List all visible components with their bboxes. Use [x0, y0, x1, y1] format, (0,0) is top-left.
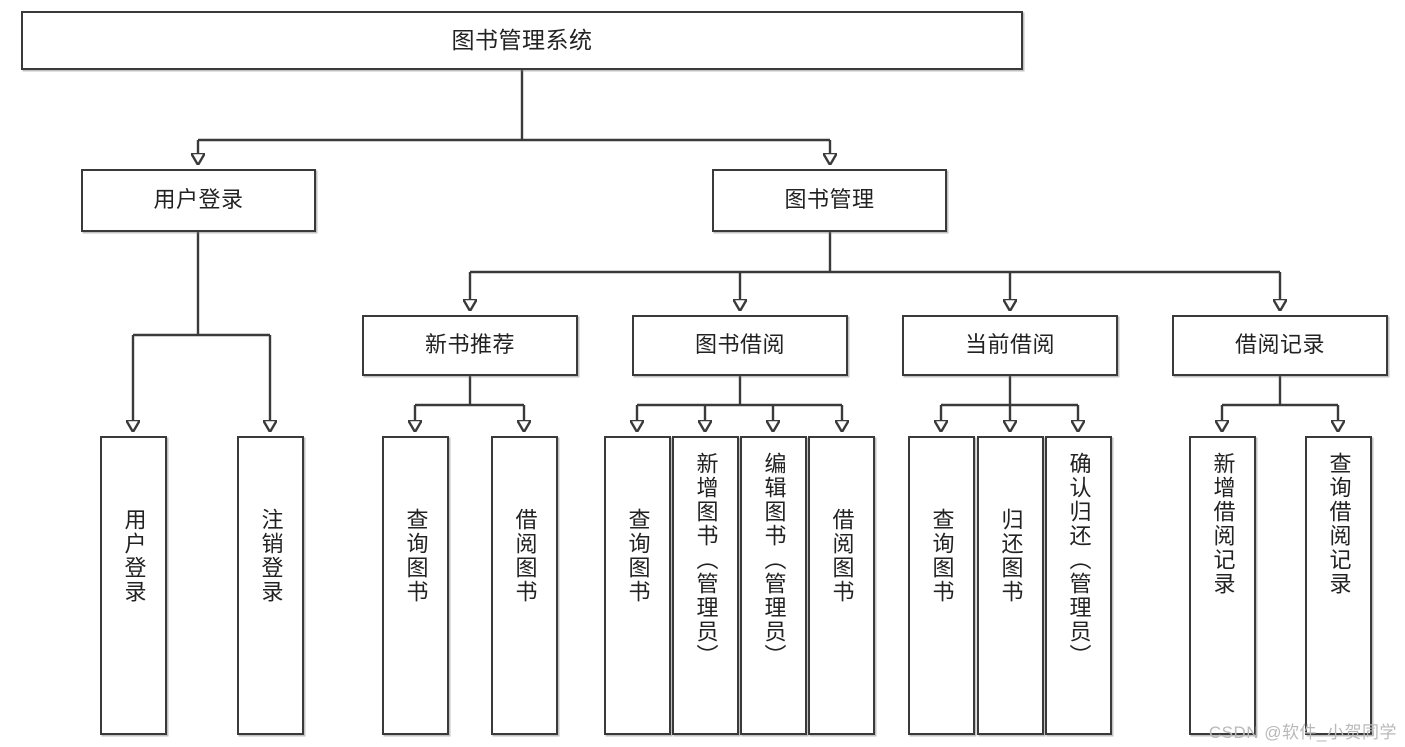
node-leaf-add-book[interactable]: 新增图书（管理员） [672, 436, 739, 735]
node-leaf-logout[interactable]: 注销登录 [237, 436, 304, 735]
node-book-borrow[interactable]: 图书借阅 [632, 315, 848, 376]
node-current-borrow-label: 当前借阅 [964, 332, 1055, 358]
node-leaf-edit-book[interactable]: 编辑图书（管理员） [740, 436, 807, 735]
node-leaf-query-record[interactable]: 查询借阅记录 [1305, 436, 1372, 735]
node-book-manage[interactable]: 图书管理 [712, 169, 947, 232]
node-leaf-user-login[interactable]: 用户登录 [100, 436, 167, 735]
node-leaf-confirm-return-label: 确认归还（管理员） [1066, 452, 1092, 668]
node-leaf-query-book-3[interactable]: 查询图书 [908, 436, 975, 735]
node-book-borrow-label: 图书借阅 [694, 332, 785, 358]
node-new-book-rec-label: 新书推荐 [424, 332, 515, 358]
node-leaf-edit-book-label: 编辑图书（管理员） [761, 452, 787, 668]
node-leaf-borrow-book-1[interactable]: 借阅图书 [491, 436, 558, 735]
node-leaf-query-book-1[interactable]: 查询图书 [382, 436, 449, 735]
node-leaf-confirm-return[interactable]: 确认归还（管理员） [1045, 436, 1112, 735]
watermark: CSDN @软件_小贺同学 [1208, 723, 1397, 742]
node-leaf-add-record-label: 新增借阅记录 [1210, 452, 1236, 596]
node-leaf-query-book-1-label: 查询图书 [403, 508, 429, 604]
node-leaf-add-book-label: 新增图书（管理员） [693, 452, 719, 668]
node-leaf-query-book-2[interactable]: 查询图书 [604, 436, 671, 735]
node-user-login[interactable]: 用户登录 [81, 169, 316, 232]
node-leaf-query-book-3-label: 查询图书 [929, 508, 955, 604]
node-leaf-user-login-label: 用户登录 [121, 508, 147, 604]
node-leaf-return-book-label: 归还图书 [998, 508, 1024, 604]
node-borrow-record-label: 借阅记录 [1234, 332, 1325, 358]
node-leaf-add-record[interactable]: 新增借阅记录 [1189, 436, 1256, 735]
node-user-login-label: 用户登录 [153, 187, 244, 213]
node-leaf-borrow-book-2-label: 借阅图书 [829, 508, 855, 604]
node-current-borrow[interactable]: 当前借阅 [902, 315, 1118, 376]
node-leaf-query-book-2-label: 查询图书 [625, 508, 651, 604]
node-leaf-logout-label: 注销登录 [258, 508, 284, 604]
node-book-manage-label: 图书管理 [784, 187, 875, 213]
node-leaf-query-record-label: 查询借阅记录 [1326, 452, 1352, 596]
node-leaf-borrow-book-2[interactable]: 借阅图书 [808, 436, 875, 735]
node-leaf-return-book[interactable]: 归还图书 [977, 436, 1044, 735]
node-leaf-borrow-book-1-label: 借阅图书 [512, 508, 538, 604]
node-new-book-rec[interactable]: 新书推荐 [362, 315, 578, 376]
node-root[interactable]: 图书管理系统 [21, 11, 1023, 70]
node-borrow-record[interactable]: 借阅记录 [1172, 315, 1388, 376]
node-root-label: 图书管理系统 [451, 26, 593, 53]
